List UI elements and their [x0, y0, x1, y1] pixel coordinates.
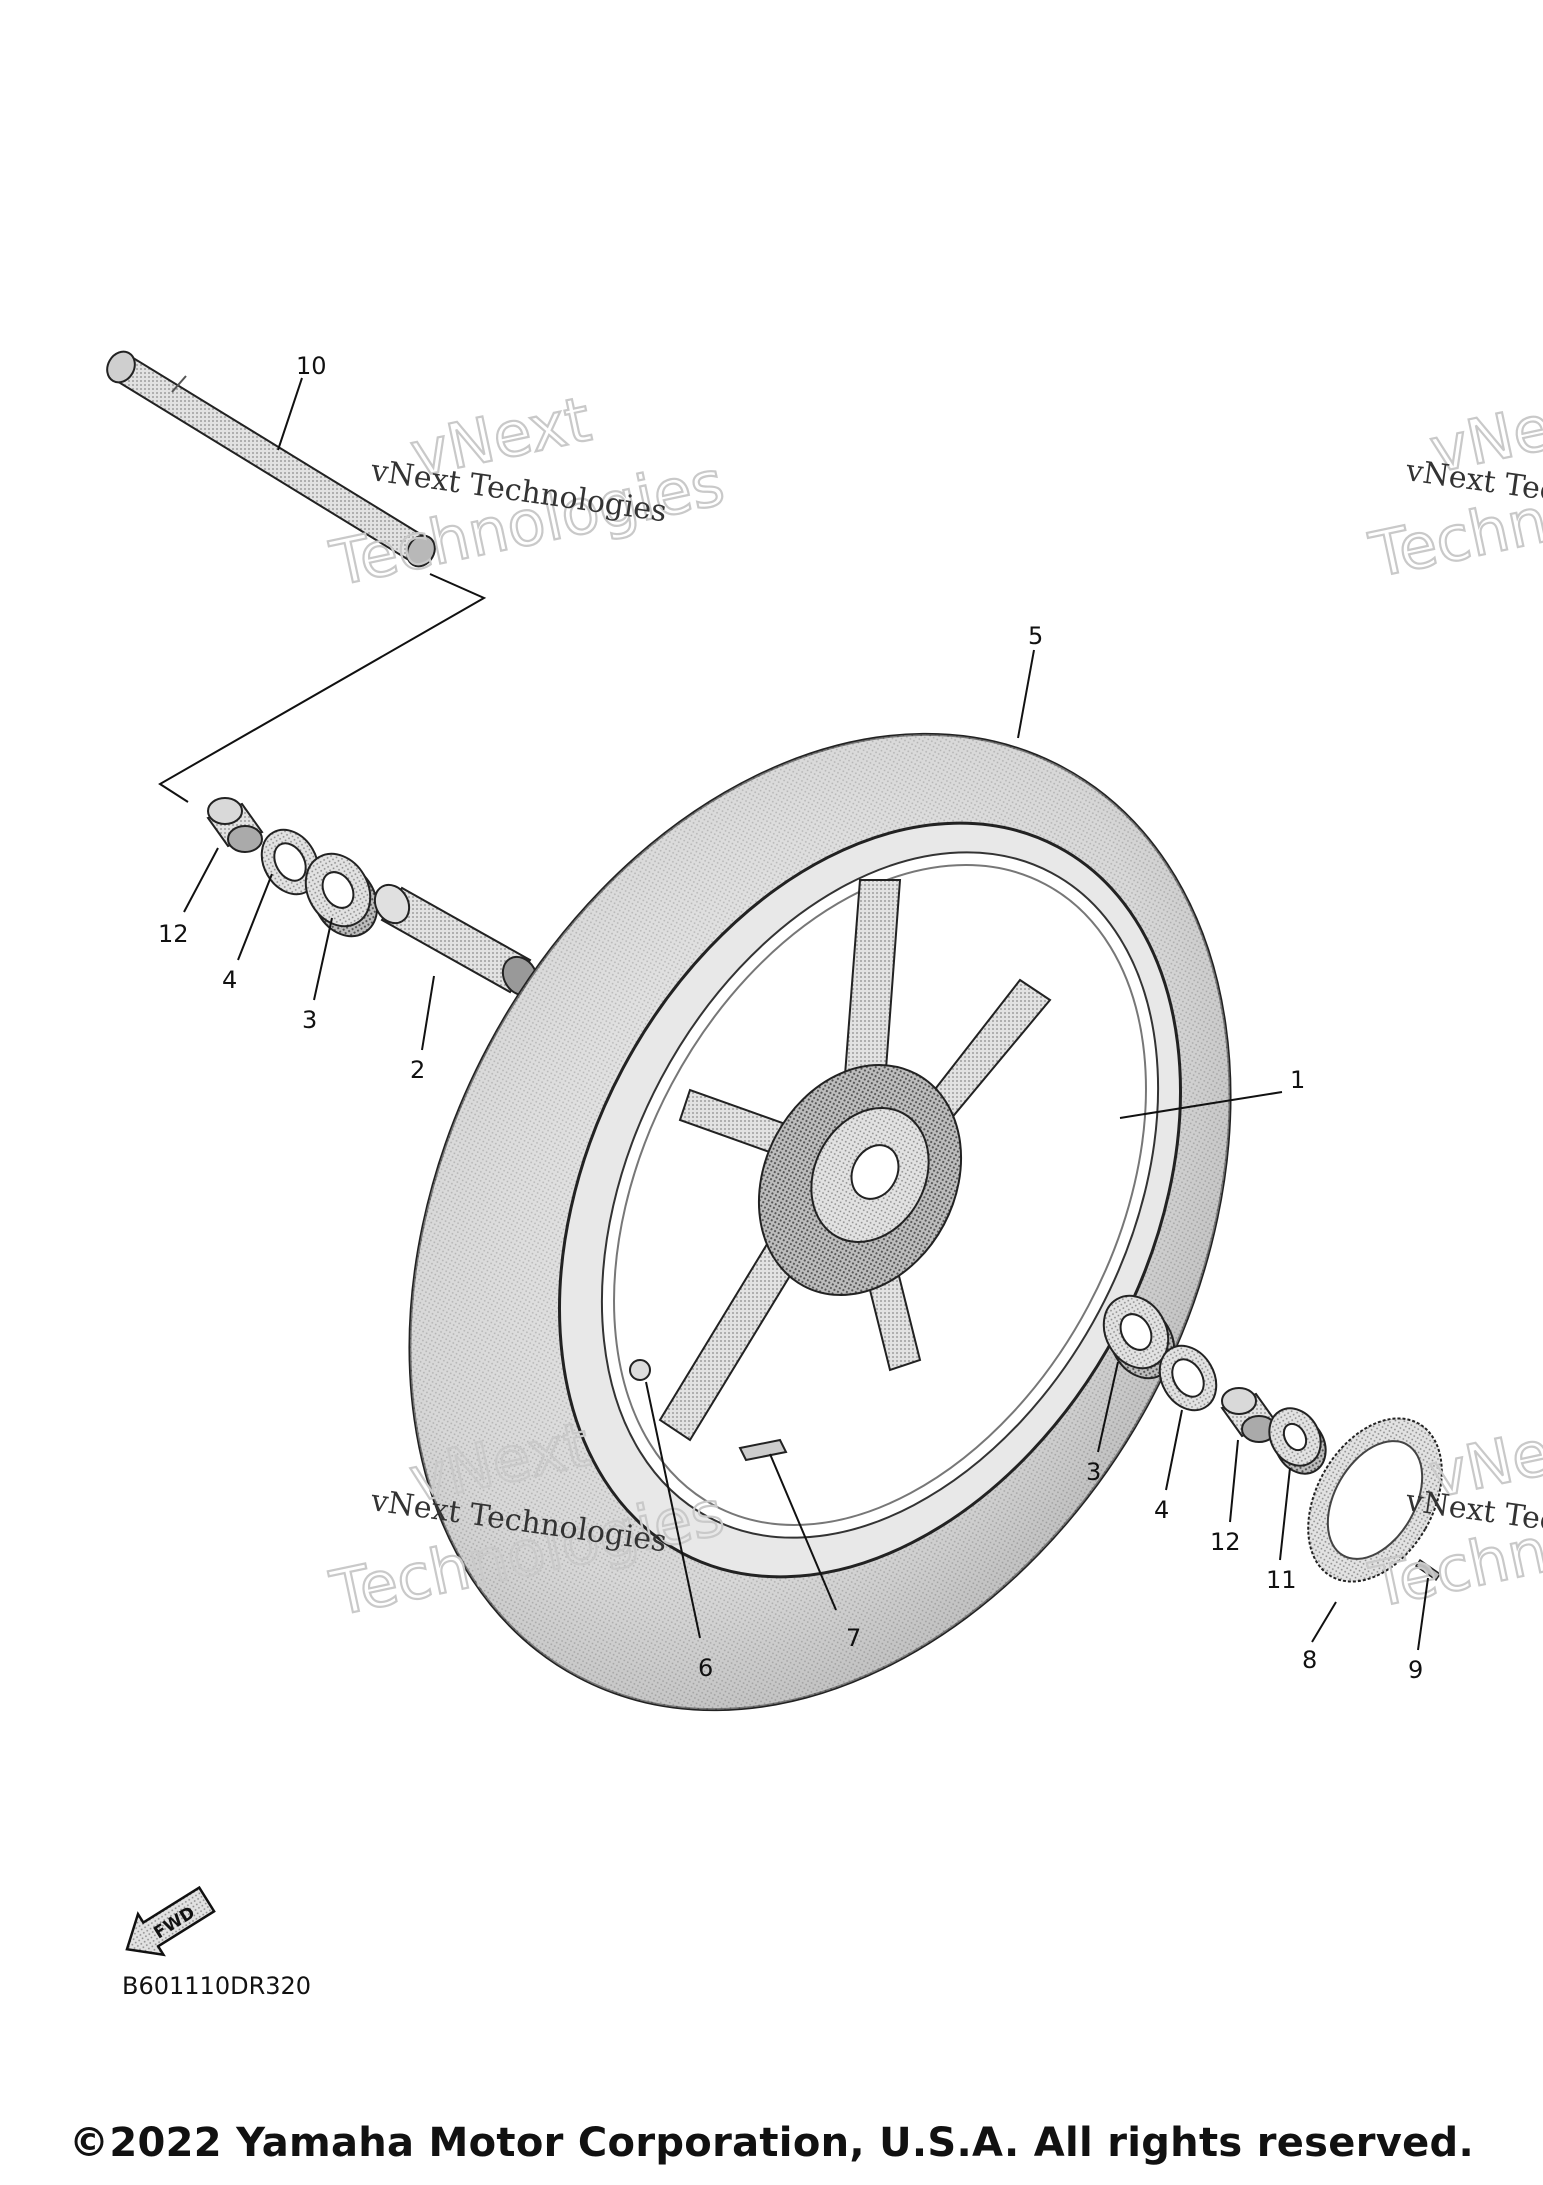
collar-part-12-right: [1220, 1387, 1278, 1443]
collar-part-12-left: [206, 797, 264, 853]
callout-11: 11: [1266, 1566, 1297, 1594]
collar-part-11: [1268, 1407, 1327, 1475]
rim-part-1: [558, 821, 1182, 1579]
fwd-arrow-icon: FWD: [125, 1885, 216, 1957]
callout-3-left: 3: [302, 1006, 317, 1034]
oil-seal-part-4-right: [1158, 1344, 1218, 1412]
callout-8: 8: [1302, 1646, 1317, 1674]
callout-6: 6: [698, 1654, 713, 1682]
wheel-assembly: [408, 732, 1232, 1712]
callout-1: 1: [1290, 1066, 1305, 1094]
callout-3-right: 3: [1086, 1458, 1101, 1486]
callout-4-right: 4: [1154, 1496, 1169, 1524]
callout-9: 9: [1408, 1656, 1423, 1684]
callout-7: 7: [846, 1624, 861, 1652]
callout-12-right: 12: [1210, 1528, 1241, 1556]
callout-numbers: 10 5 1 12 4 3 2 3 4 12 11 8 9 6 7: [158, 352, 1423, 1684]
leader-lines: [183, 377, 1429, 1651]
axle-part-10: [106, 350, 436, 568]
bearing-part-3-right: [1102, 1294, 1176, 1380]
diagram-code: B601110DR320: [122, 1972, 312, 2000]
brake-disc-part-8: [1307, 1417, 1443, 1583]
copyright-notice: ©2022 Yamaha Motor Corporation, U.S.A. A…: [69, 2120, 1474, 2166]
callout-5: 5: [1028, 622, 1043, 650]
spacer-part-2: [373, 883, 539, 997]
callout-4-left: 4: [222, 966, 237, 994]
bearing-part-3-left: [304, 852, 379, 938]
callout-12-left: 12: [158, 920, 189, 948]
bolt-part-9: [1414, 1558, 1442, 1582]
callout-2: 2: [410, 1056, 425, 1084]
callout-10: 10: [296, 352, 327, 380]
